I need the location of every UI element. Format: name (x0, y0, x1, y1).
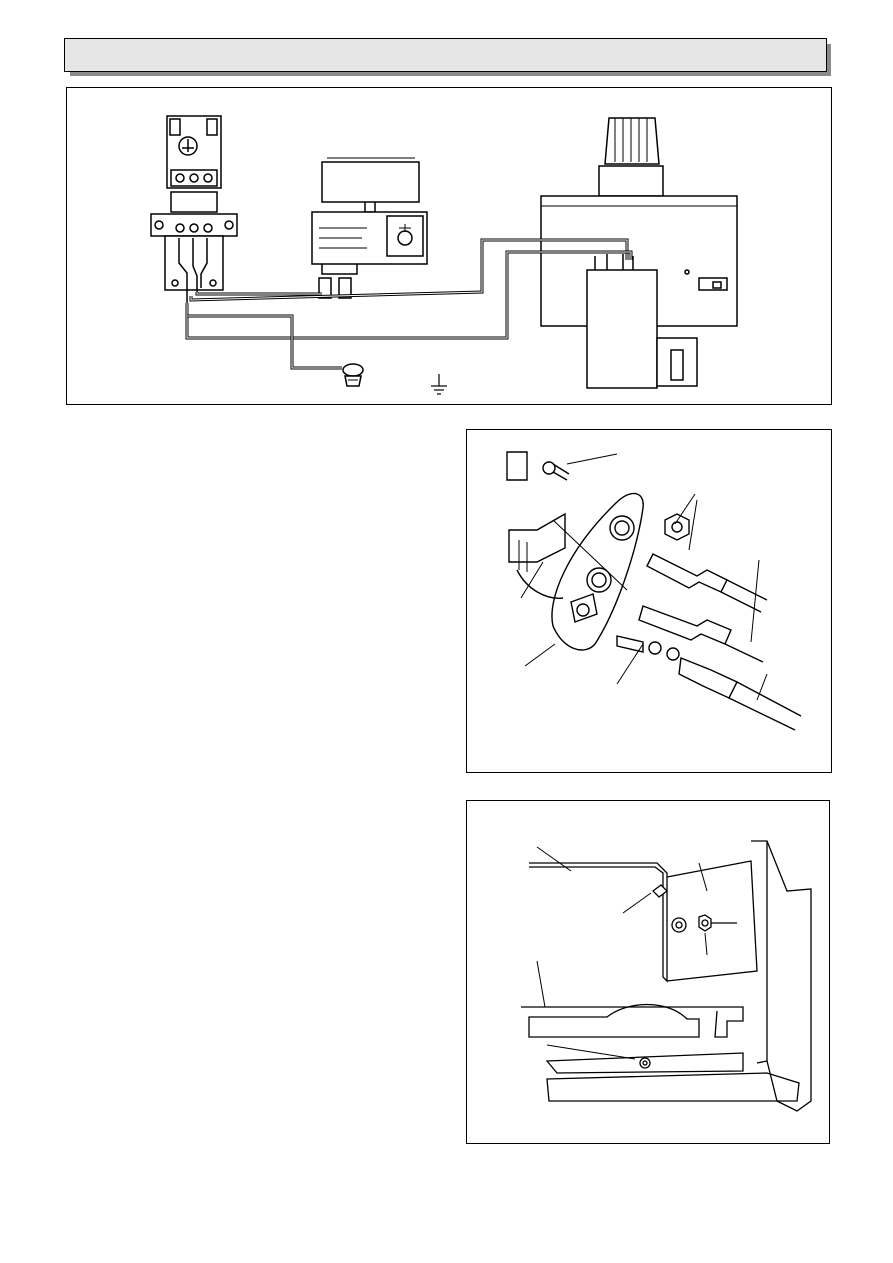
thermostat-icon (311, 157, 428, 299)
washer-icon (639, 884, 687, 1069)
earth-connection-icon (342, 363, 364, 387)
nut-icon (664, 513, 690, 541)
bracket-icon (506, 451, 566, 599)
thermocouple-icon (616, 605, 802, 731)
body-text (66, 430, 446, 1130)
wiring-diagram-figure (66, 87, 832, 405)
electrode-assembly-drawing (506, 451, 802, 731)
section-header-banner (64, 38, 827, 72)
wiring-diagram-drawing (150, 115, 738, 395)
burner-bracket-figure (466, 800, 830, 1144)
spark-lead-icon (646, 553, 768, 613)
fixing-screw-icon (542, 461, 570, 481)
electrode-plate-icon (551, 492, 644, 651)
fixing-screw-icon (698, 914, 737, 932)
electrode-assembly-figure (466, 429, 832, 773)
earth-symbol-icon (431, 374, 447, 395)
terminal-block-icon (150, 115, 238, 303)
burner-bracket-icon (521, 840, 812, 1112)
burner-bracket-drawing (521, 840, 812, 1112)
gas-valve-icon (540, 117, 738, 389)
